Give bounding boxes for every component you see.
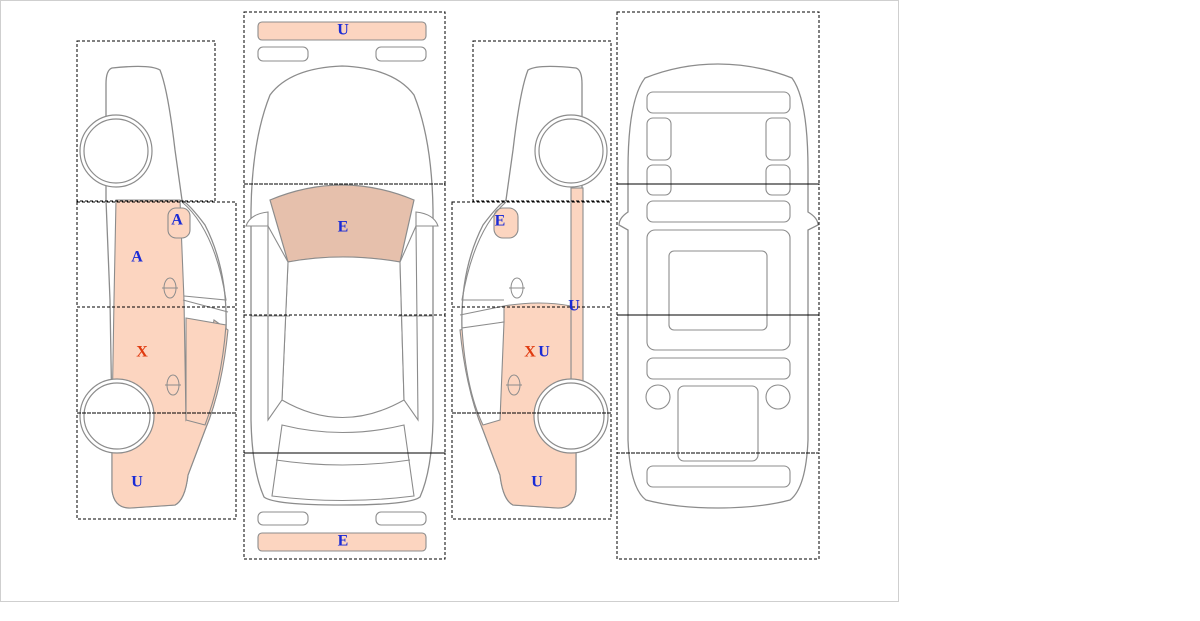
code-left-rear-door: X — [136, 344, 148, 361]
code-left-fender-small: A — [171, 212, 183, 229]
right-window-line — [461, 201, 507, 301]
left-side-view: A A X U — [76, 40, 237, 520]
code-front-bumper: U — [337, 22, 349, 39]
top-zone-front — [243, 11, 446, 185]
code-right-rear-quarter: U — [531, 474, 543, 491]
left-zone-front — [76, 40, 216, 202]
left-window-line — [181, 201, 227, 301]
under-cross-bar-1 — [646, 200, 791, 223]
left-mirror-panel — [167, 207, 191, 239]
right-pillar-panel — [570, 187, 584, 385]
under-front-left-block — [646, 117, 672, 161]
front-light-left — [257, 46, 309, 62]
right-rear-handle-icon — [506, 374, 522, 396]
code-left-rear-quarter: U — [131, 474, 143, 491]
top-mirror-left-icon — [245, 211, 269, 227]
under-front-bar — [646, 91, 791, 114]
under-cross-bar-2 — [646, 357, 791, 380]
top-mirror-right-icon — [415, 211, 439, 227]
left-zone-rear — [76, 412, 237, 520]
left-zone-front-door — [76, 201, 237, 308]
rear-bumper — [257, 532, 427, 552]
under-left-small-block — [646, 164, 672, 196]
code-hood: E — [338, 219, 349, 236]
left-side-glass — [267, 223, 289, 422]
code-right-fender-small: E — [495, 213, 506, 230]
left-zone-rear-door — [76, 306, 237, 414]
under-zone-rear — [616, 452, 820, 560]
right-belt-line — [459, 305, 505, 316]
roof-panel — [281, 256, 405, 419]
code-right-rear-door-u: U — [538, 344, 550, 361]
left-front-wheel-icon — [79, 114, 153, 188]
front-light-right — [375, 46, 427, 62]
right-rear-wheel-icon — [533, 378, 609, 454]
under-left-round-icon — [645, 384, 671, 410]
right-rear-window — [461, 321, 505, 426]
top-view: U E E — [243, 11, 446, 560]
under-right-small-block — [765, 164, 791, 196]
under-zone-mid-front — [616, 183, 820, 316]
left-rear-window-line — [185, 317, 227, 426]
trunk-line — [275, 459, 411, 466]
top-zone-cabin — [243, 314, 446, 454]
code-rear-bumper: E — [338, 533, 349, 550]
top-zone-rear — [243, 452, 446, 560]
left-front-handle-icon — [162, 277, 178, 299]
right-front-handle-icon — [509, 277, 525, 299]
code-right-pillar: U — [568, 298, 580, 315]
right-zone-rear — [451, 412, 612, 520]
rear-light-right — [375, 511, 427, 526]
right-zone-front-door — [451, 201, 612, 308]
right-side-glass — [399, 225, 419, 422]
code-left-front-door: A — [131, 249, 143, 266]
under-front-right-block — [765, 117, 791, 161]
under-center-panel — [668, 250, 768, 331]
left-rear-handle-icon — [165, 374, 181, 396]
left-rear-wheel-icon — [79, 378, 155, 454]
trunk-lid — [271, 424, 415, 502]
right-zone-front — [472, 40, 612, 202]
right-zone-rear-door — [451, 306, 612, 414]
rear-light-left — [257, 511, 309, 526]
under-rear-bar — [646, 465, 791, 488]
left-belt-line — [182, 299, 229, 313]
right-side-view: E U X U U — [451, 40, 612, 520]
underside-view — [616, 11, 820, 560]
under-right-round-icon — [765, 384, 791, 410]
code-right-rear-door-x: X — [524, 344, 536, 361]
under-rear-panel — [677, 385, 759, 462]
right-mirror-panel — [493, 207, 519, 239]
front-bumper — [257, 21, 427, 41]
right-front-wheel-icon — [534, 114, 608, 188]
